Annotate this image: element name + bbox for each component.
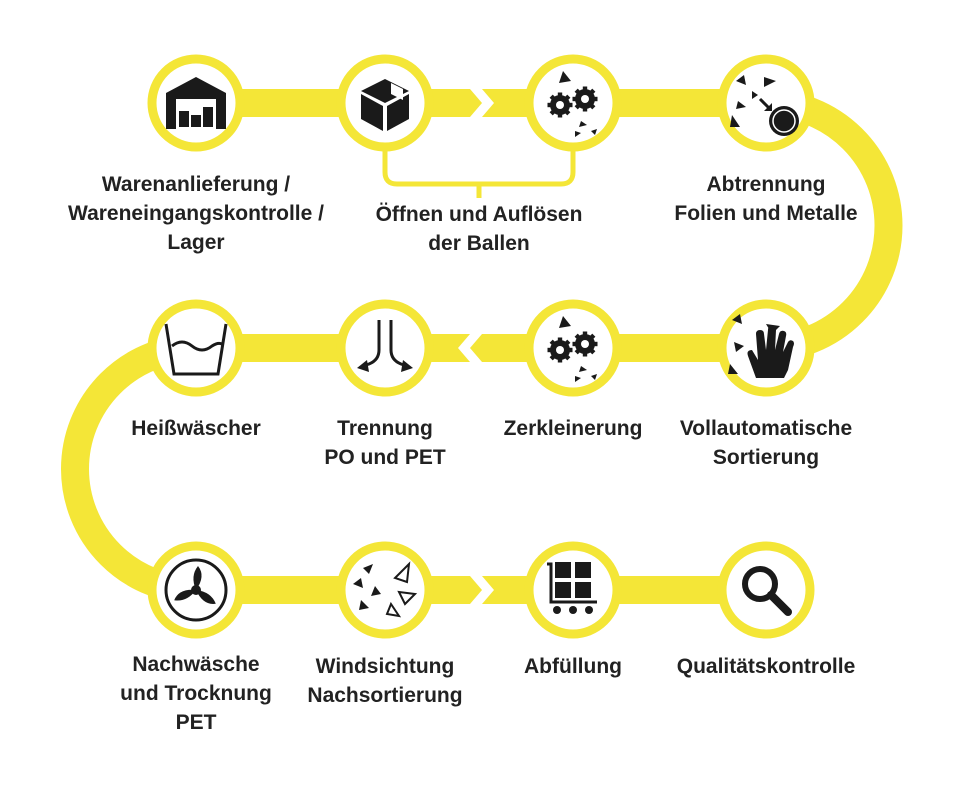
step-oeffnen	[336, 54, 434, 152]
step-abtrennung	[717, 54, 815, 152]
step-windsichtung	[336, 541, 434, 639]
step-trennung	[336, 299, 434, 397]
step-circle	[524, 541, 622, 639]
process-arrows	[458, 89, 494, 604]
track-line	[61, 89, 903, 604]
step-zerkleinerung	[524, 299, 622, 397]
label-line: und Trocknung	[120, 682, 272, 705]
arrow-right-2	[470, 576, 494, 604]
arrow-right-1	[470, 89, 494, 117]
label-line: Nachwäsche	[132, 653, 260, 676]
magnet-separation-icon	[730, 75, 799, 136]
warehouse-icon	[166, 77, 226, 129]
washer-icon	[164, 323, 228, 376]
step-abfuellung	[524, 541, 622, 639]
label-line: Abfüllung	[524, 655, 622, 678]
label-line: Heißwäscher	[131, 417, 261, 440]
step-warenanlieferung	[147, 54, 245, 152]
fan-icon	[164, 558, 228, 622]
step-circle	[524, 299, 622, 397]
label-warenanlieferung: Warenanlieferung / Wareneingangskontrolle…	[68, 170, 324, 257]
label-line: Zerkleinerung	[503, 417, 643, 440]
label-line: Vollautomatische	[679, 417, 853, 440]
group-bracket	[382, 150, 576, 198]
label-abfuellung: Abfüllung	[524, 652, 622, 681]
step-nachwaesche	[147, 541, 245, 639]
label-line: Windsichtung	[315, 655, 455, 678]
hand-sorting-icon	[728, 314, 794, 378]
label-line: Folien und Metalle	[674, 202, 858, 225]
label-line: Nachsortierung	[307, 684, 463, 707]
step-circle	[524, 54, 622, 152]
process-track	[61, 89, 903, 604]
label-line: Warenanlieferung /	[101, 173, 291, 196]
label-zerkleinerung: Zerkleinerung	[504, 414, 643, 443]
step-circle	[336, 541, 434, 639]
step-circle	[717, 541, 815, 639]
step-circle	[336, 299, 434, 397]
step-aufloesen	[524, 54, 622, 152]
step-heisswaescher	[147, 299, 245, 397]
magnifier-icon	[742, 566, 792, 616]
arrow-left-1	[458, 334, 482, 362]
label-line: Abtrennung	[706, 173, 826, 196]
step-qualitaet	[717, 541, 815, 639]
label-line: der Ballen	[428, 232, 530, 255]
label-line: Qualitätskontrolle	[676, 655, 856, 678]
split-arrows-icon	[357, 320, 413, 372]
bracket-line	[382, 150, 576, 198]
label-line: PO und PET	[324, 446, 446, 469]
gears-icon	[547, 71, 598, 137]
label-heisswaescher: Heißwäscher	[131, 414, 261, 443]
gears-icon	[547, 316, 598, 382]
label-line: Wareneingangskontrolle /	[68, 202, 324, 225]
label-trennung: Trennung PO und PET	[324, 414, 445, 472]
box-icon	[361, 79, 409, 131]
step-sortierung	[717, 299, 815, 397]
cart-icon	[547, 562, 597, 614]
label-line: Sortierung	[712, 446, 820, 469]
label-line: Öffnen und Auflösen	[375, 203, 583, 226]
label-line: Lager	[167, 231, 225, 254]
flakes-icon	[353, 561, 418, 618]
process-steps	[147, 54, 815, 639]
label-line: Trennung	[337, 417, 433, 440]
label-group-oeffnen: Öffnen und Auflösen der Ballen	[376, 200, 583, 258]
label-qualitaet: Qualitätskontrolle	[677, 652, 856, 681]
label-line: PET	[175, 711, 217, 734]
